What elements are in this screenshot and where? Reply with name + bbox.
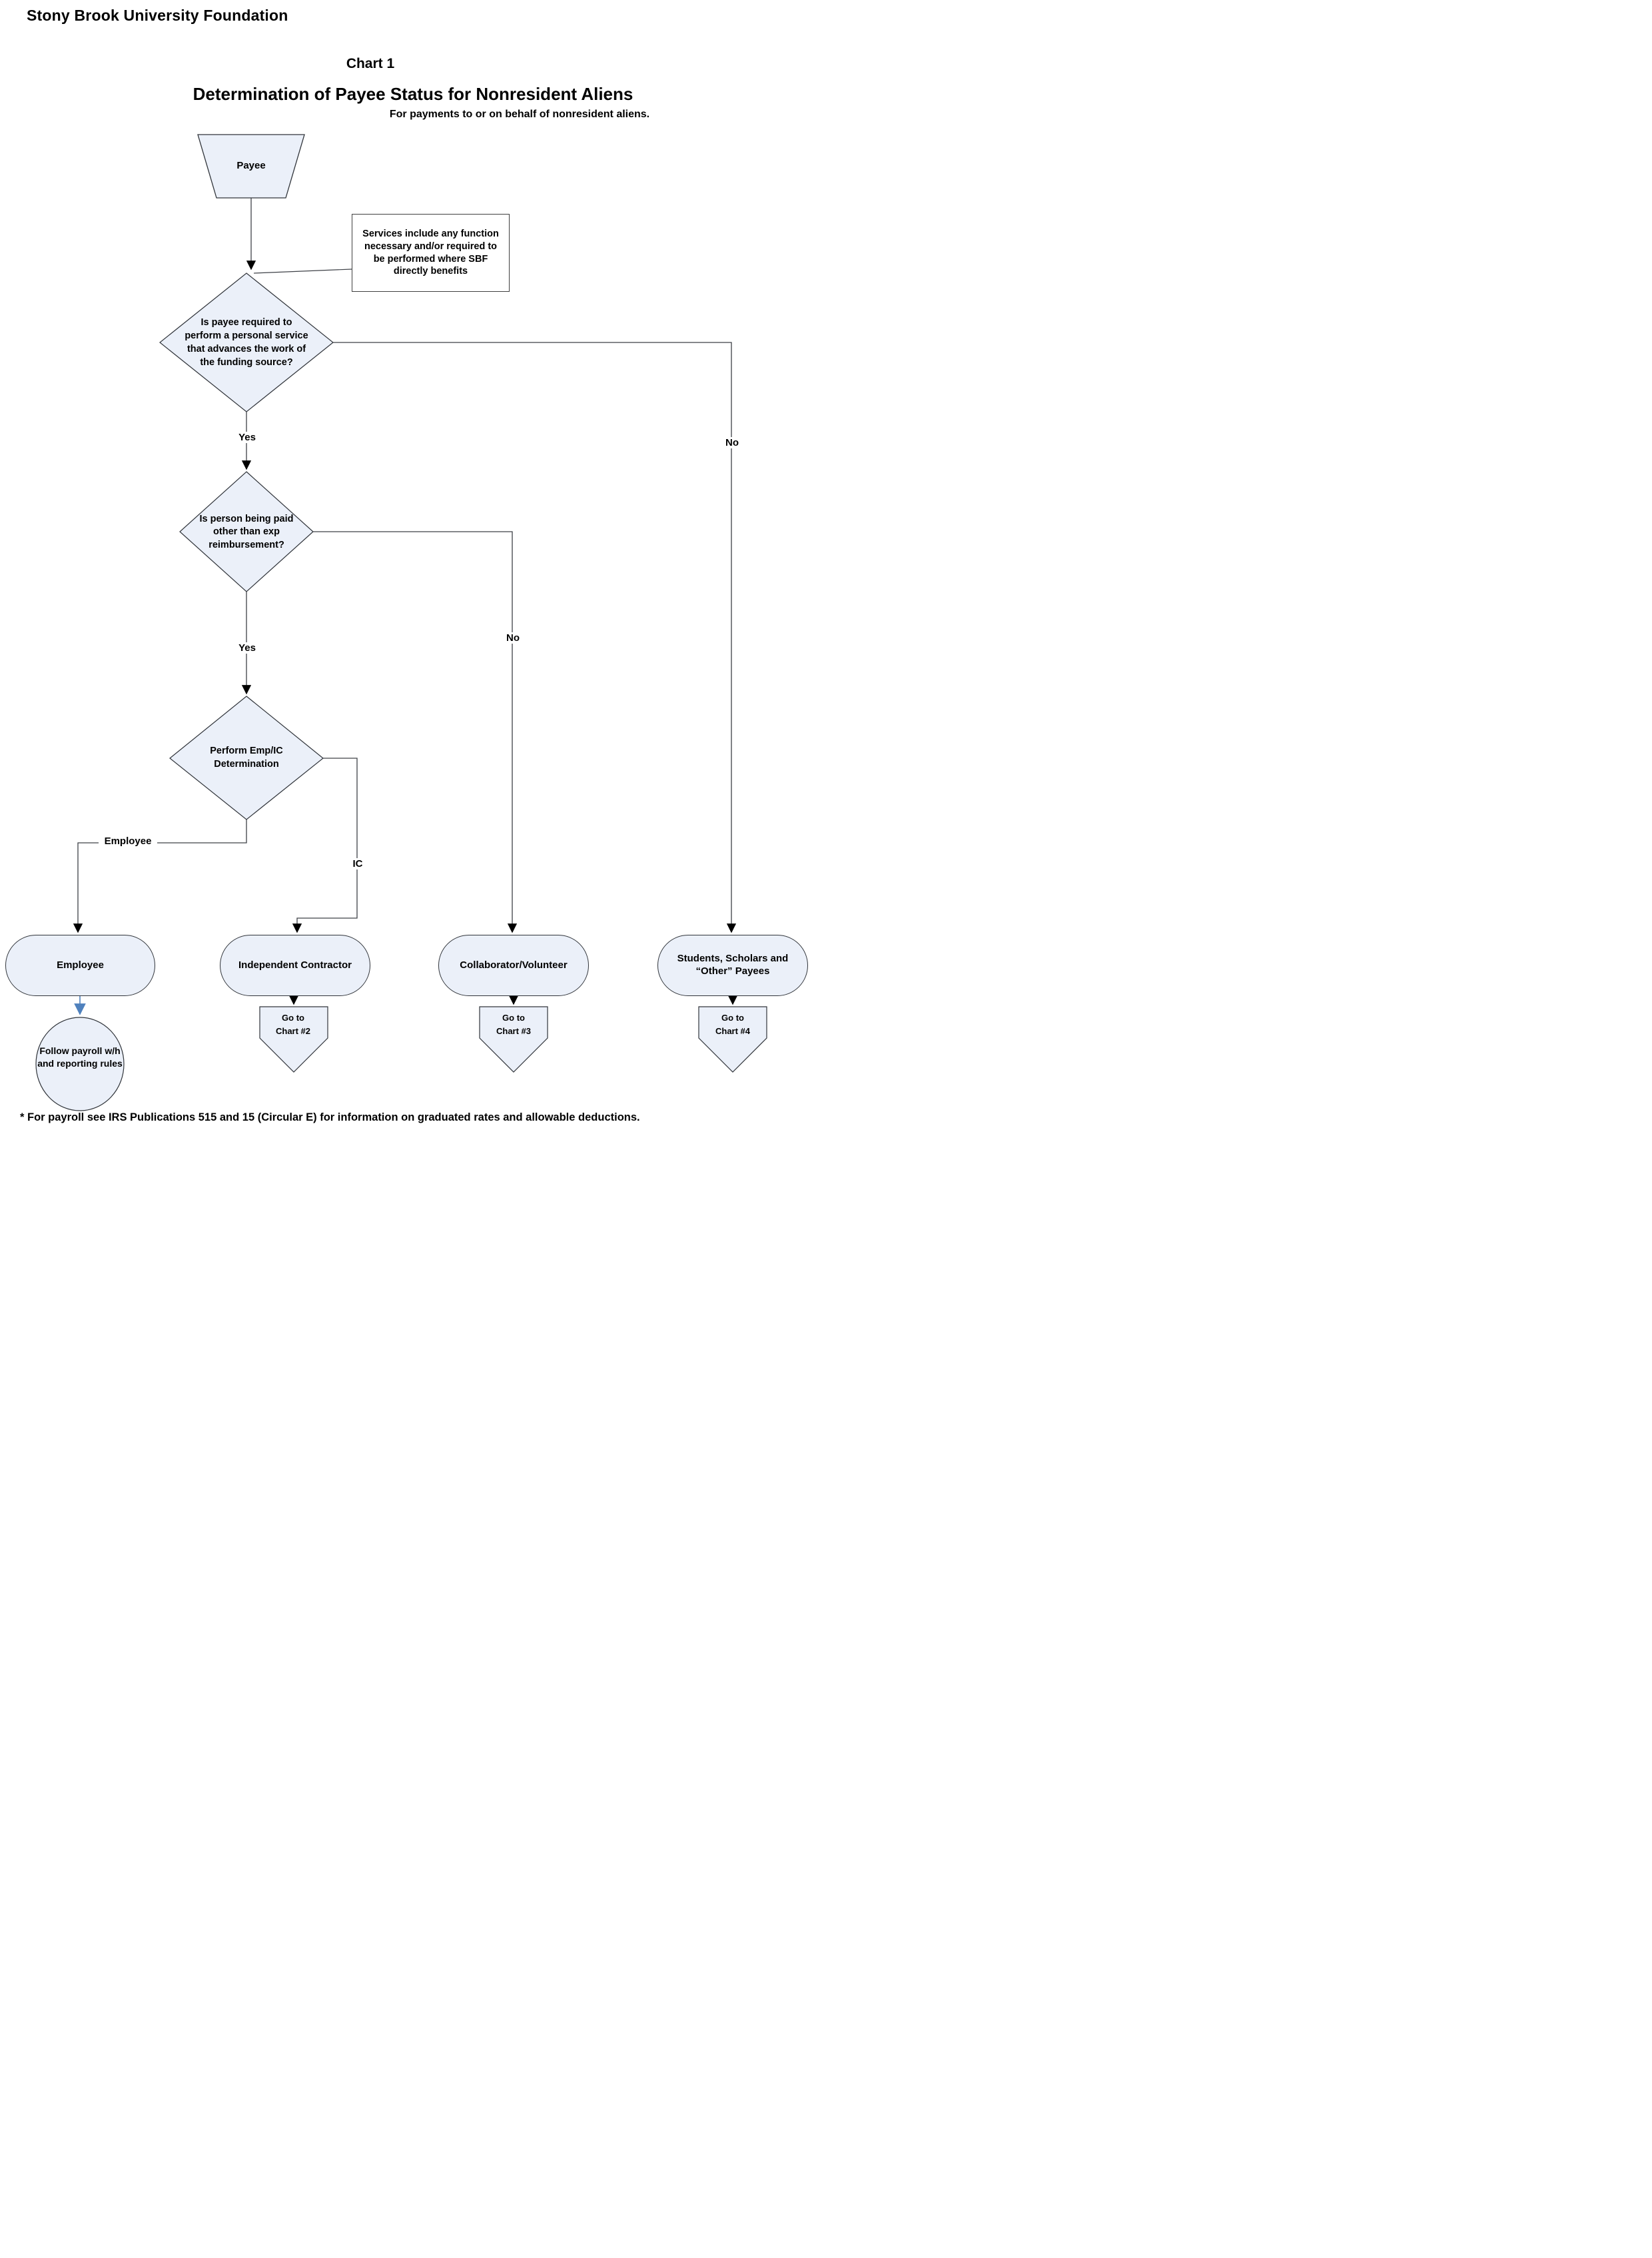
edge-label-yes-1: Yes [232,432,262,443]
start-trapezoid-shape [197,134,305,199]
chart-number-label: Chart 1 [346,56,395,71]
services-note-text: Services include any function necessary … [362,228,499,277]
footnote: * For payroll see IRS Publications 515 a… [20,1111,640,1123]
payroll-ellipse-shape [35,1017,125,1111]
chart-subtitle: For payments to or on behalf of nonresid… [389,109,650,120]
decision1-label: Is payee required to perform a personal … [185,317,308,368]
terminator-employee-label: Employee [57,959,104,971]
start-node-label: Payee [236,160,266,171]
offpage-chart3-shape [479,1006,548,1073]
decision2-label: Is person being paid other than exp reim… [199,514,294,550]
offpage-chart4-shape [698,1006,767,1073]
note-leader-line [253,269,352,274]
chart-title: Determination of Payee Status for Nonres… [193,84,633,104]
terminator-collab-label: Collaborator/Volunteer [460,959,568,971]
terminator-employee: Employee [5,935,155,996]
edge-label-yes-2: Yes [232,642,262,654]
terminator-students-scholars-other: Students, Scholars and “Other” Payees [657,935,808,996]
terminator-ic-label: Independent Contractor [238,959,352,971]
edge-label-employee: Employee [99,836,157,847]
flowchart-shapes-layer [35,134,767,1111]
edge-label-ic: IC [347,858,368,869]
offpage-chart2-label: Go to Chart #2 [275,1013,311,1036]
edge-q3-ic [292,758,358,933]
offpage-chart3-label: Go to Chart #3 [496,1013,532,1036]
terminator-independent-contractor: Independent Contractor [220,935,370,996]
edge-q2-no [313,531,518,933]
payroll-process-label: Follow payroll w/h and reporting rules [37,1045,123,1069]
offpage-chart4-label: Go to Chart #4 [715,1013,751,1036]
decision3-label: Perform Emp/IC Determination [210,746,283,770]
edge-label-no-1: No [717,437,747,448]
edge-label-no-2: No [498,632,528,644]
services-note-box: Services include any function necessary … [352,214,510,292]
offpage-chart2-shape [259,1006,328,1073]
flowchart-page: Stony Brook University Foundation Chart … [0,0,826,1129]
page-title: Stony Brook University Foundation [27,7,288,24]
edge-q1-no [333,342,737,933]
terminator-collaborator-volunteer: Collaborator/Volunteer [438,935,589,996]
terminator-students-label: Students, Scholars and “Other” Payees [677,953,789,977]
edge-q3-employee [73,820,247,933]
